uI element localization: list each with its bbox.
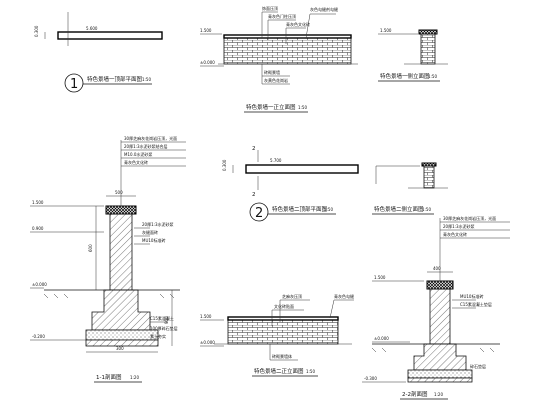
elev-1-ground-level: ±0.000 — [200, 60, 215, 65]
elevation-2-view: 1.500 ±0.000 芝麻灰压顶 文化砖贴面 青灰色勾缝 砖砌景墙体 特色景… — [200, 293, 354, 377]
sec11-note-a: 30厚芝麻灰花岗岩压顶，光面 — [124, 135, 177, 141]
plan-2-view: 2 2 0.300 5.700 2 特色景墙二顶部平面图 1:50 — [222, 146, 359, 222]
sec22-note-b: 20厚1:3水泥砂浆 — [443, 223, 475, 229]
plan-1-width-dim: 0.300 — [34, 25, 39, 37]
elev-2-note-a: 芝麻灰压顶 — [282, 293, 302, 299]
elev-1-note-c: 青灰色文化砖 — [286, 21, 310, 27]
elev-1-top-level: 1.500 — [200, 28, 212, 33]
sec11-top-level: 1.500 — [32, 200, 44, 205]
elev-2-note-b: 文化砖贴面 — [274, 303, 294, 309]
sec22-w-dim: 400 — [433, 266, 441, 271]
elev-2-note-d: 砖砌景墙体 — [272, 353, 292, 359]
sec22-top-level: 1.500 — [374, 275, 386, 280]
sec11-note-d: 青灰色文化砖 — [124, 159, 148, 165]
sec22-base-level: -0.300 — [364, 376, 377, 381]
sec22-note-d: MU10标准砖 — [460, 293, 483, 299]
cut-marker-2-top: 2 — [252, 146, 256, 152]
elev-1-title: 特色景墙一正立面图 — [246, 103, 296, 111]
side-1-view: 1.500 特色景墙一侧立面图 1:50 — [378, 28, 448, 82]
side-2-title: 特色景墙二侧立面图 — [374, 205, 424, 213]
side-2-view: 特色景墙二侧立面图 1:50 — [372, 162, 448, 215]
elev-2-note-c: 青灰色勾缝 — [334, 293, 354, 299]
sec11-mid-level: 0.900 — [32, 226, 44, 231]
side-1-title: 特色景墙一侧立面图 — [380, 72, 430, 80]
view-marker-2-number: 2 — [255, 206, 263, 221]
view-marker-2 — [249, 202, 269, 222]
section-1-1-view: 1.500 0.900 ±0.000 -0.200 600 900 500 30… — [30, 135, 186, 383]
sec11-note-h: C15素混凝土 — [150, 315, 174, 321]
sec11-title: 1-1剖面图 — [96, 373, 122, 381]
sec11-h-dim-1: 600 — [88, 244, 93, 252]
sec22-note-f: 碎石垫层 — [470, 363, 486, 369]
plan-1-title: 特色景墙一顶部平面图 — [87, 75, 143, 83]
plan-2-width-dim: 0.300 — [222, 159, 227, 171]
plan-2-scale: 1:50 — [324, 207, 333, 212]
sec11-note-i: 100厚碎石垫层 — [150, 325, 178, 331]
elev-2-ground-level: ±0.000 — [200, 340, 215, 345]
sec22-note-e: C15素混凝土垫层 — [460, 301, 492, 307]
side-2-scale: 1:50 — [422, 207, 431, 212]
sec11-h-dim-2: 900 — [164, 316, 169, 324]
sec22-title: 2-2剖面图 — [402, 390, 428, 398]
cut-marker-2-bottom: 2 — [252, 192, 256, 198]
elev-2-title: 特色景墙二正立面图 — [254, 367, 304, 375]
elev-1-scale: 1:50 — [298, 105, 307, 110]
sec22-ground-level: ±0.000 — [374, 336, 389, 341]
sec11-note-e: 20厚1:3水泥砂浆 — [142, 221, 174, 227]
elev-1-note-b: 青灰色门柱压顶 — [268, 13, 296, 19]
elev-2-scale: 1:50 — [306, 369, 315, 374]
sec11-w-dim-1: 500 — [115, 190, 123, 195]
sec11-note-j: 素土夯实 — [150, 333, 166, 339]
elev-1-note-f: 灰黄色花岗岩 — [264, 77, 288, 83]
elev-1-note-d: 灰色勾缝剂勾缝 — [310, 6, 338, 12]
view-marker-1-number: 1 — [70, 77, 78, 92]
plan-2-length-dim: 5.700 — [270, 158, 282, 163]
sec11-note-g: MU10标准砖 — [142, 237, 165, 243]
elev-1-note-e: 砖砌景墙 — [264, 69, 280, 75]
sec22-note-c: 青灰色文化砖 — [443, 231, 467, 237]
side-1-scale: 1:50 — [428, 74, 437, 79]
elev-1-note-a: 饰面压顶 — [262, 5, 278, 11]
plan-1-view: 0.300 5.600 1 特色景墙一顶部平面图 1:50 — [34, 12, 163, 93]
sec11-note-c: M10.0水泥砂浆 — [124, 151, 152, 157]
elevation-1-view: ±0.000 1.500 饰面压顶 青灰色门柱压顶 青灰色文化砖 灰色勾缝剂勾缝… — [200, 5, 358, 113]
sec11-note-b: 20厚1:3水泥砂浆结合层 — [124, 143, 168, 149]
sec22-scale: 1:20 — [434, 392, 443, 397]
sec22-note-a: 30厚芝麻灰花岗岩压顶，光面 — [443, 215, 496, 221]
plan-1-scale: 1:50 — [142, 77, 151, 82]
elev-2-top-level: 1.500 — [200, 314, 212, 319]
view-marker-1 — [64, 73, 84, 93]
side-1-height-dim: 1.500 — [380, 28, 392, 33]
plan-1-length-dim: 5.600 — [86, 26, 98, 31]
plan-2-title: 特色景墙二顶部平面图 — [272, 205, 328, 213]
section-2-2-view: 1.500 ±0.000 -0.300 400 30厚芝麻灰花岗岩压顶，光面 2… — [362, 215, 510, 400]
sec11-scale: 1:20 — [130, 375, 139, 380]
sec11-w-dim-2: 300 — [116, 346, 124, 351]
sec11-ground-level: ±0.000 — [32, 282, 47, 287]
sec11-note-f: 灰缝面砖 — [142, 229, 158, 235]
sec11-base-level: -0.200 — [32, 334, 45, 339]
